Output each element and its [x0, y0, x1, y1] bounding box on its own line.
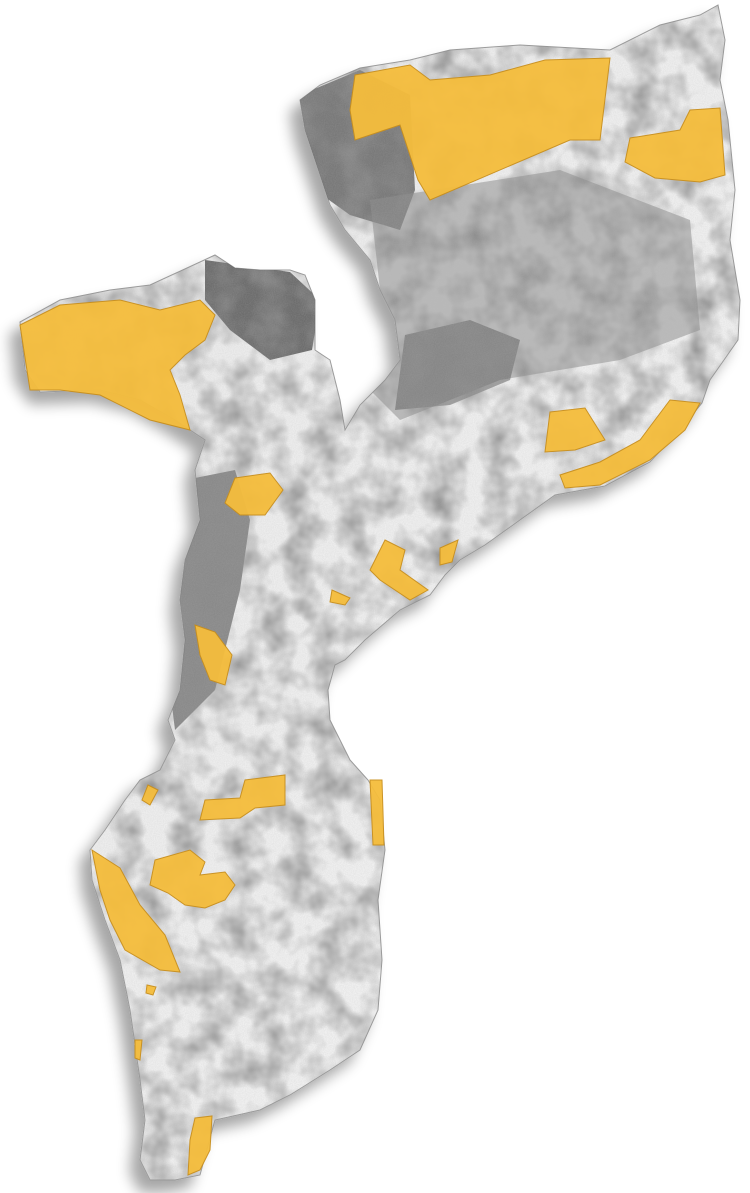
- protected-area-south-2: [149, 849, 236, 909]
- protected-area-coast-1: [439, 539, 459, 566]
- protected-area-south-small-3: [145, 984, 157, 996]
- protected-area-south-small-1: [141, 784, 159, 806]
- protected-area-south-east-strip: [369, 779, 385, 846]
- protected-area-coast-2: [329, 589, 351, 606]
- protected-area-south-1: [199, 774, 286, 821]
- protected-area-gorongosa: [369, 539, 429, 601]
- protected-area-north-west: [349, 57, 611, 201]
- protected-area-east-coast-strip: [559, 399, 701, 489]
- protected-area-south-small-2: [134, 1039, 143, 1061]
- protected-area-tete-1: [224, 472, 284, 516]
- protected-area-south-west: [91, 848, 181, 973]
- protected-area-north-east: [624, 107, 726, 183]
- protected-area-maputo: [187, 1115, 213, 1176]
- protected-areas: [19, 57, 726, 1176]
- protected-area-niassa-west: [19, 299, 216, 431]
- protected-area-tete-2: [194, 624, 233, 686]
- protected-area-east-1: [544, 407, 606, 453]
